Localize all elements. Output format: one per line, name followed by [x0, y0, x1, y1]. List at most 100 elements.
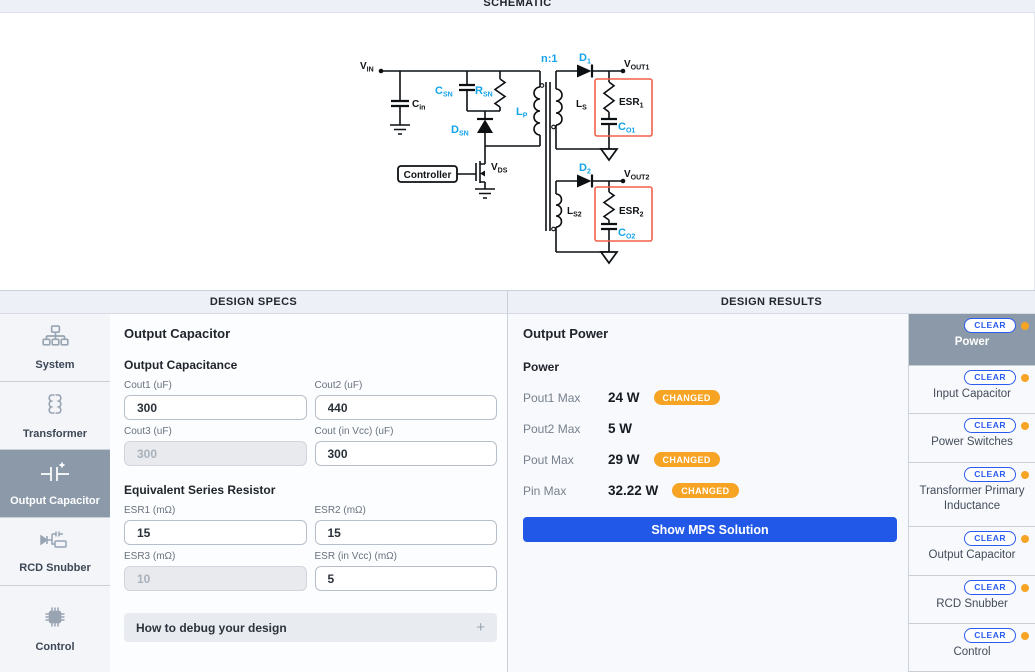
sidebar-item-rcd-snubber[interactable]: RCD Snubber	[0, 518, 110, 586]
rcd-snubber-icon	[40, 530, 70, 555]
result-value: 24 W	[608, 390, 640, 405]
result-label: Pout Max	[523, 452, 574, 467]
results-nav-label: Output Capacitor	[928, 549, 1016, 561]
output-capacitor-form: Output Capacitor Output Capacitance Cout…	[110, 314, 507, 672]
cout-vcc-label: Cout (in Vcc) (uF)	[314, 426, 394, 437]
status-dot	[1021, 631, 1029, 640]
schematic-title: SCHEMATIC	[483, 0, 552, 9]
clear-button[interactable]: CLEAR	[964, 467, 1016, 482]
clear-button[interactable]: CLEAR	[964, 628, 1016, 643]
sidebar-item-control[interactable]: Control	[0, 586, 110, 672]
esr-vcc-input[interactable]	[314, 566, 497, 591]
cout-vcc-input[interactable]	[314, 441, 497, 466]
transformer-icon	[42, 392, 68, 421]
results-nav-rcd-snubber[interactable]: CLEAR RCD Snubber	[909, 576, 1035, 624]
result-value: 29 W	[608, 452, 640, 467]
sidebar-item-label: Transformer	[22, 427, 88, 440]
result-value: 32.22 W	[608, 483, 659, 498]
design-specs-panel: DESIGN SPECS System	[0, 291, 508, 672]
results-nav-output-capacitor[interactable]: CLEAR Output Capacitor	[909, 527, 1035, 576]
esr1-label: ESR1 (mΩ)	[124, 505, 176, 516]
cout2-input[interactable]	[314, 395, 497, 420]
cout1-input[interactable]	[124, 395, 307, 420]
label-esr1: ESR1	[619, 97, 644, 110]
result-label: Pin Max	[523, 483, 567, 498]
results-nav-control[interactable]: CLEAR Control	[909, 624, 1035, 672]
sidebar-item-transformer[interactable]: Transformer	[0, 382, 110, 450]
esr2-input[interactable]	[314, 520, 497, 545]
design-results-panel: DESIGN RESULTS Output Power Power Pout1 …	[508, 291, 1035, 672]
results-nav-label: Control	[953, 646, 991, 658]
cout1-label: Cout1 (uF)	[124, 380, 172, 391]
sidebar-item-label: Control	[35, 641, 75, 653]
output2-branch	[555, 174, 653, 265]
sidebar-item-output-capacitor[interactable]: Output Capacitor	[0, 450, 110, 518]
vout2-node	[620, 178, 626, 184]
status-dot	[1021, 583, 1029, 592]
vin-node	[378, 68, 384, 74]
label-vin: VIN	[360, 61, 374, 74]
dsn-diode	[477, 119, 493, 134]
label-csn: CSN	[435, 85, 453, 99]
debug-accordion-label: How to debug your design	[136, 620, 287, 635]
show-mps-solution-button[interactable]: Show MPS Solution	[523, 517, 897, 542]
controller-box	[397, 165, 458, 184]
schematic-canvas: VIN Cin CSN RSN DSN LP n:1 LS D1 VOUT1 E…	[0, 13, 1035, 290]
body-arrow	[480, 170, 485, 177]
esr1-co1-highlight-box	[594, 78, 653, 138]
result-row-pout1: Pout1 Max 24 W CHANGED	[523, 390, 897, 405]
secondary1-dot	[551, 124, 556, 130]
status-dot	[1021, 421, 1029, 430]
output-capacitor-icon	[40, 461, 70, 488]
label-turns-ratio: n:1	[541, 53, 558, 65]
result-row-pout2: Pout2 Max 5 W CHANGED	[523, 421, 897, 436]
vout1-node	[620, 68, 626, 74]
label-ls2: LS2	[567, 206, 582, 219]
debug-accordion[interactable]: How to debug your design +	[124, 613, 497, 642]
design-results-header: DESIGN RESULTS	[508, 291, 1035, 314]
result-value: 5 W	[608, 421, 633, 436]
label-controller: Controller	[404, 170, 452, 181]
label-esr2: ESR2	[619, 206, 644, 219]
label-ls: LS	[576, 99, 587, 112]
mosfet-switch	[457, 161, 495, 200]
results-nav-label: Input Capacitor	[933, 388, 1011, 400]
cout3-input[interactable]	[124, 441, 307, 466]
clear-button[interactable]: CLEAR	[964, 318, 1016, 333]
results-content: Output Power Power Pout1 Max 24 W CHANGE…	[508, 314, 908, 672]
esr2-co2-highlight-box	[594, 186, 653, 243]
results-title: Output Power	[523, 326, 609, 341]
esr1-input[interactable]	[124, 520, 307, 545]
result-label: Pout2 Max	[523, 421, 581, 436]
secondary2-dot	[551, 226, 556, 232]
results-nav-label: Power	[954, 336, 990, 348]
results-nav-power[interactable]: CLEAR Power	[909, 314, 1035, 366]
results-nav-label: RCD Snubber	[936, 598, 1008, 610]
clear-button[interactable]: CLEAR	[964, 370, 1016, 385]
result-row-pout-max: Pout Max 29 W CHANGED	[523, 452, 897, 467]
results-nav-transformer-primary-inductance[interactable]: CLEAR Transformer Primary Inductance	[909, 463, 1035, 527]
esr3-input[interactable]	[124, 566, 307, 591]
clear-button[interactable]: CLEAR	[964, 580, 1016, 595]
ground2-icon	[599, 251, 619, 265]
results-nav-input-capacitor[interactable]: CLEAR Input Capacitor	[909, 366, 1035, 414]
d2-diode	[577, 174, 592, 188]
section-title-esr: Equivalent Series Resistor	[124, 483, 276, 497]
clear-button[interactable]: CLEAR	[964, 418, 1016, 433]
sidebar-item-system[interactable]: System	[0, 314, 110, 382]
transformer	[485, 71, 563, 232]
esr-vcc-label: ESR (in Vcc) (mΩ)	[314, 551, 397, 562]
sidebar-item-label: RCD Snubber	[19, 561, 91, 574]
label-co2: CO2	[618, 227, 635, 241]
results-nav-power-switches[interactable]: CLEAR Power Switches	[909, 414, 1035, 463]
results-sidebar: CLEAR Power CLEAR Input Capacitor	[908, 314, 1035, 672]
changed-badge: CHANGED	[653, 452, 720, 467]
results-group-power: Power	[523, 360, 560, 374]
cout2-label: Cout2 (uF)	[314, 380, 363, 391]
esr2-label: ESR2 (mΩ)	[314, 505, 366, 516]
cin-capacitor	[390, 71, 410, 136]
cout3-label: Cout3 (uF)	[124, 426, 172, 437]
clear-button[interactable]: CLEAR	[964, 531, 1016, 546]
label-dsn: DSN	[451, 124, 469, 138]
